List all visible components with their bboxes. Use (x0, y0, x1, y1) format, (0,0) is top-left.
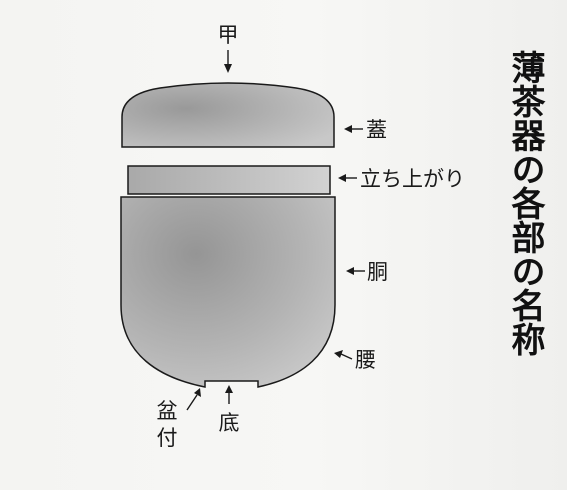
arrow-bontsuki-head (194, 388, 201, 397)
lid-shape (121, 82, 335, 148)
body-shape (120, 196, 336, 388)
arrow-bontsuki-line (186, 394, 198, 411)
arrow-tachiagari-head (338, 174, 346, 182)
label-dou: 胴 (367, 260, 388, 284)
label-tachiagari: 立ち上がり (360, 167, 465, 191)
label-bontsuki-1: 盆 (157, 399, 178, 423)
arrow-soko-head (225, 385, 233, 393)
rim-shape (127, 165, 331, 195)
label-bontsuki-2: 付 (157, 426, 178, 450)
label-soko: 底 (219, 411, 240, 435)
arrow-dou-head (346, 267, 354, 275)
arrow-koshi-head (334, 350, 343, 358)
diagram-title: 薄茶器の各部の名称 (505, 50, 545, 356)
label-koshi: 腰 (355, 348, 376, 372)
label-futa: 蓋 (366, 118, 387, 142)
arrow-futa-head (344, 125, 352, 133)
label-kou: 甲 (218, 23, 239, 47)
arrow-koshi-line (340, 353, 353, 360)
arrow-kou-head (224, 64, 232, 73)
